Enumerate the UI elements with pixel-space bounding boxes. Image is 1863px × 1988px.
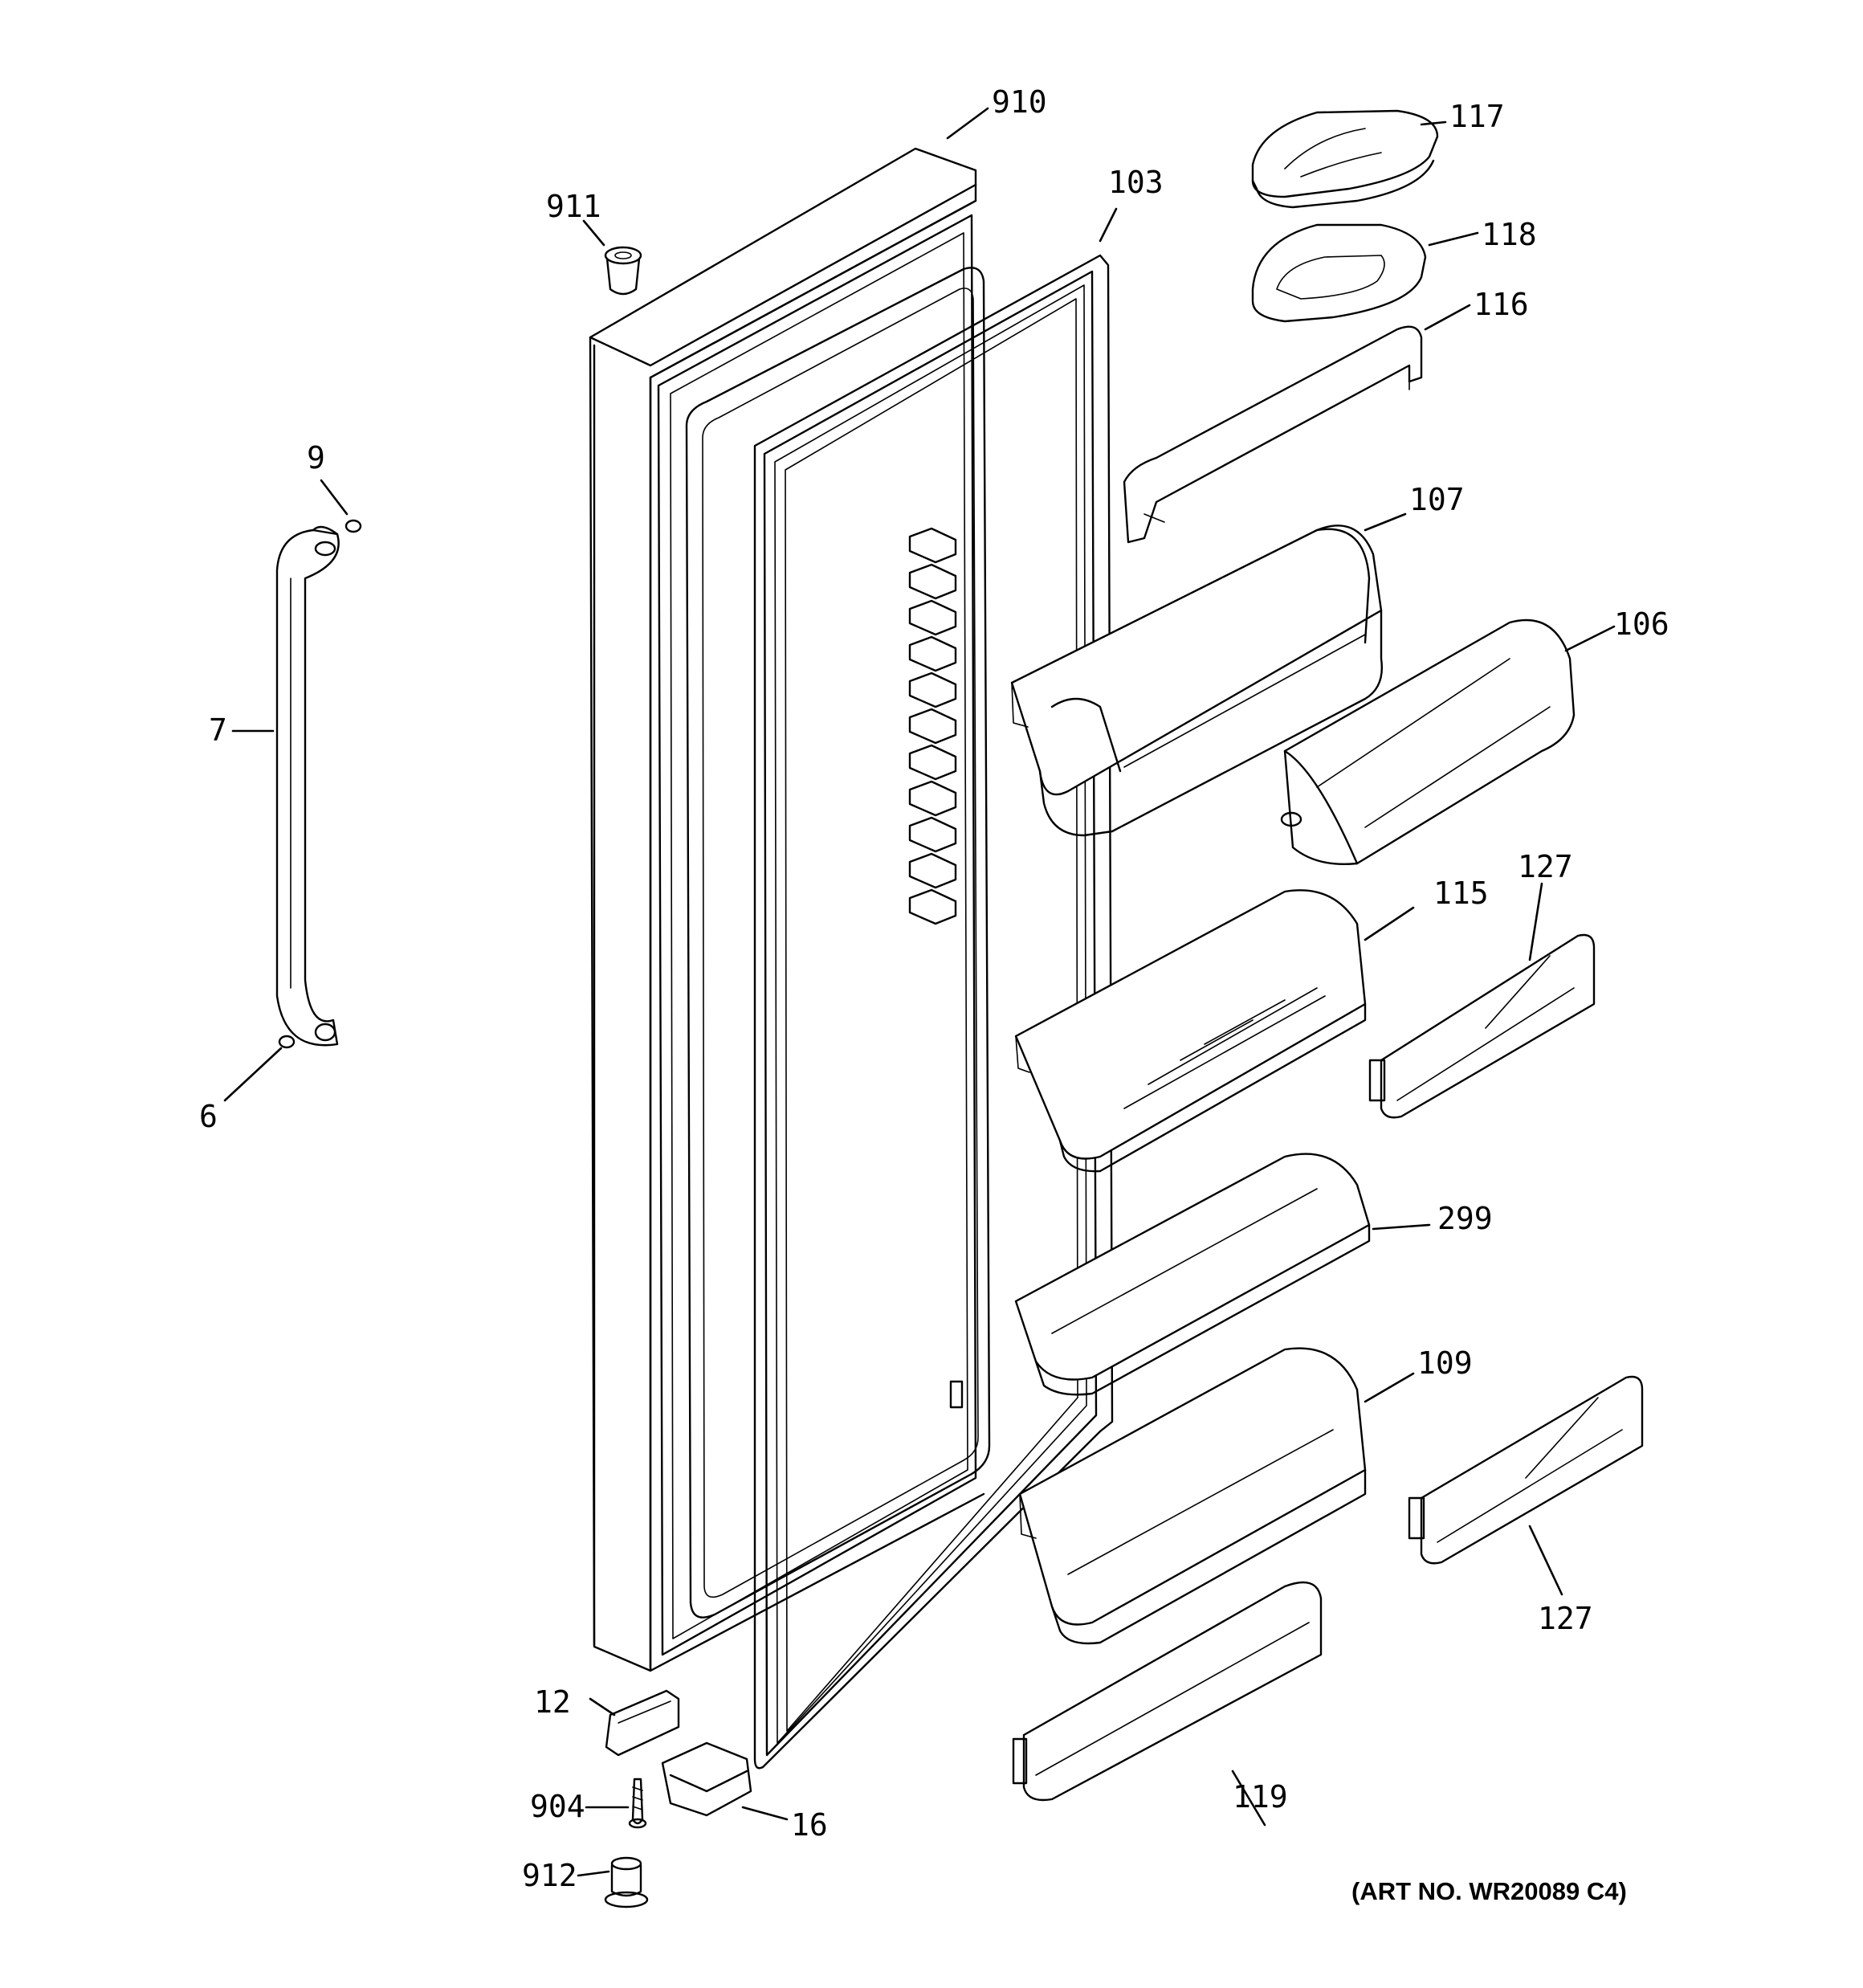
callout-labels: 910 911 103 117 118 116 9 7 6 107 106 11…	[199, 84, 1669, 1893]
door-bin-106	[1280, 618, 1576, 865]
door-bin-107	[1010, 525, 1383, 837]
handle-screw-bottom	[278, 1035, 296, 1049]
callout-299: 299	[1437, 1201, 1493, 1236]
door-bin-115	[1014, 889, 1367, 1173]
hinge-bracket-12	[605, 1689, 680, 1757]
bin-front-119	[1012, 1581, 1323, 1802]
door-outer-panel	[589, 147, 985, 1672]
shelf-support-studs	[908, 527, 957, 925]
handle-screw-top	[344, 519, 362, 533]
callout-127-upper: 127	[1518, 849, 1573, 884]
callout-107: 107	[1409, 482, 1465, 517]
callout-6: 6	[199, 1099, 218, 1134]
callout-118: 118	[1482, 217, 1537, 252]
hinge-16	[661, 1741, 752, 1817]
callout-109: 109	[1417, 1345, 1473, 1381]
bin-front-127-lower	[1408, 1375, 1644, 1565]
bin-front-127-upper	[1368, 933, 1596, 1119]
callout-911: 911	[546, 189, 601, 224]
dairy-compartment-rail	[1123, 325, 1423, 544]
hinge-pin-912	[604, 1856, 649, 1908]
callout-912: 912	[522, 1858, 577, 1893]
door-bin-299	[1014, 1153, 1371, 1396]
leader-lines	[223, 107, 1616, 1877]
art-number: (ART NO. WR20089 C4)	[1351, 1877, 1627, 1905]
dairy-compartment-cover	[1251, 109, 1439, 209]
callout-103: 103	[1108, 165, 1164, 200]
callout-117: 117	[1449, 99, 1505, 134]
door-gasket	[753, 254, 1114, 1770]
callout-115: 115	[1433, 876, 1489, 911]
callout-127-lower: 127	[1538, 1601, 1593, 1636]
dairy-compartment-bin	[1251, 223, 1427, 323]
callout-12: 12	[534, 1684, 571, 1720]
callout-9: 9	[307, 440, 325, 476]
callout-116: 116	[1474, 287, 1529, 322]
top-hinge-bushing	[604, 246, 642, 296]
callout-16: 16	[791, 1807, 828, 1843]
callout-106: 106	[1614, 606, 1669, 642]
callout-7: 7	[209, 712, 227, 748]
door-bin-109	[1018, 1347, 1367, 1645]
callout-904: 904	[530, 1789, 585, 1824]
door-liner	[685, 267, 991, 1619]
callout-910: 910	[992, 84, 1047, 120]
screw-904	[628, 1778, 647, 1829]
door-handle	[275, 525, 340, 1047]
callout-119: 119	[1233, 1779, 1288, 1815]
